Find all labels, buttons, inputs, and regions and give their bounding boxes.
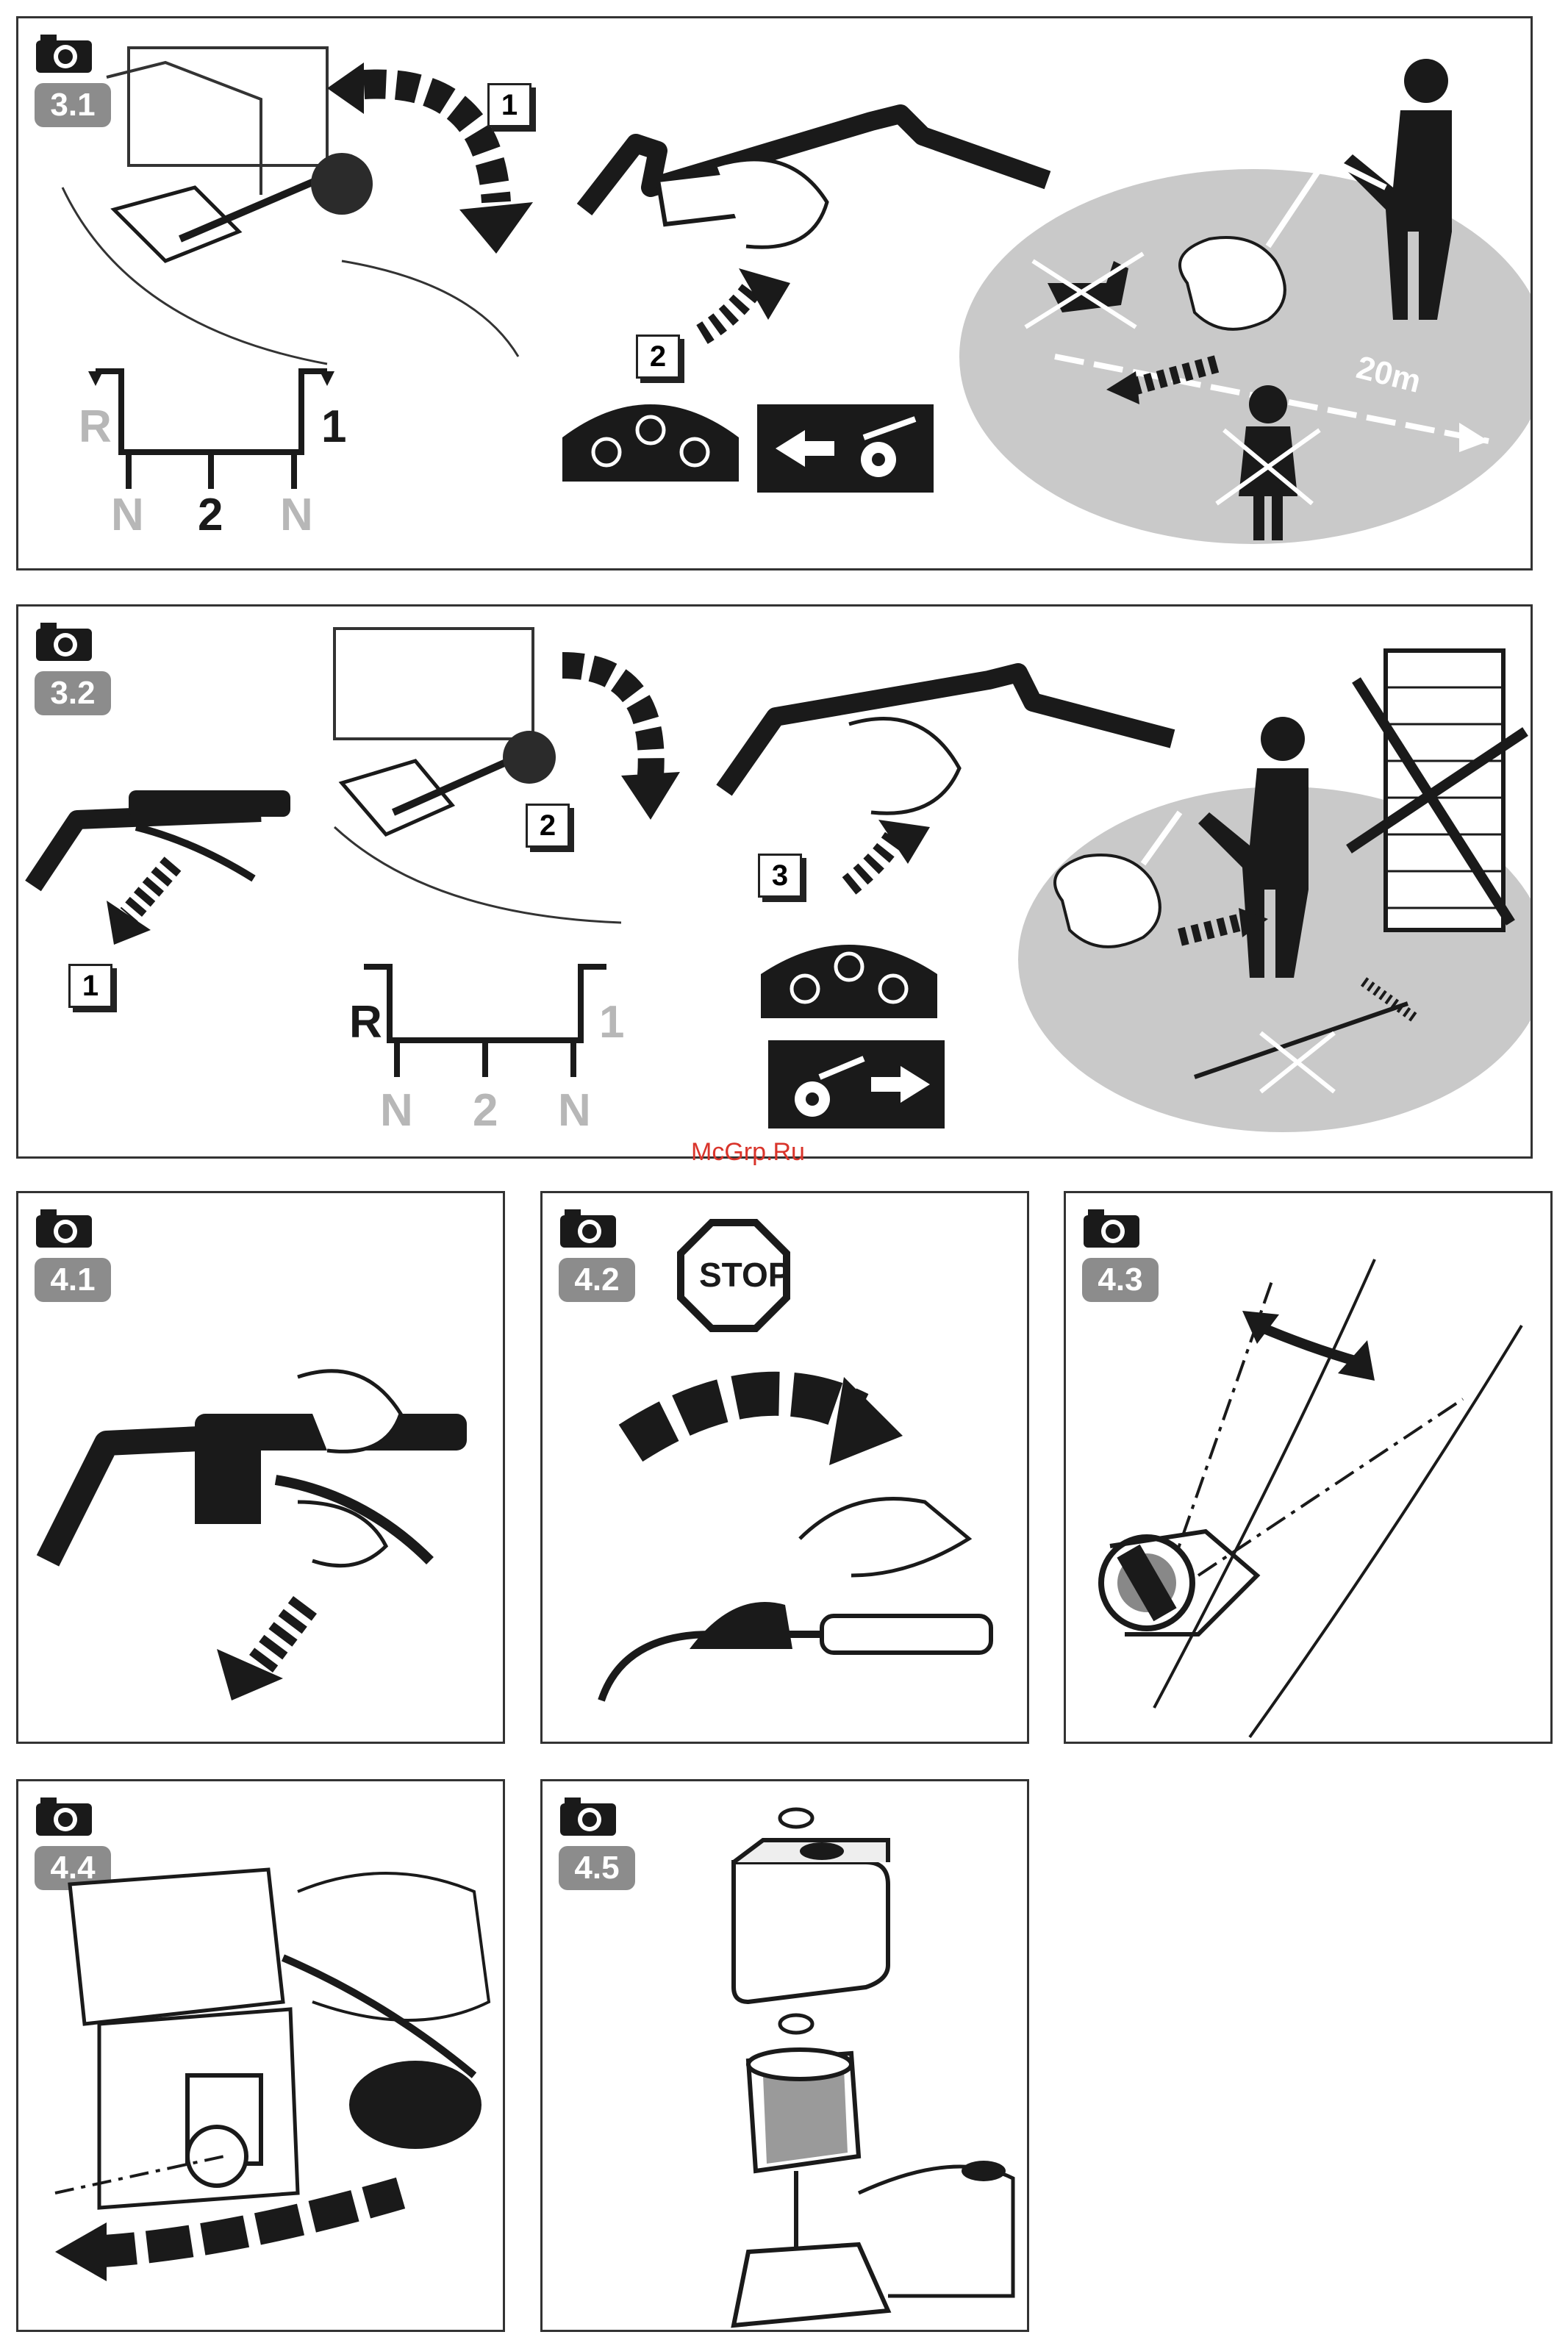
gear-label-n-right: N: [280, 489, 313, 541]
gear-label-n-left: N: [111, 489, 144, 541]
step-box-1: 1: [487, 83, 531, 127]
fuel-valve-illustration: [1066, 1193, 1553, 1744]
panel-4-4: 4.4: [16, 1779, 505, 2332]
gear-label-2: 2: [473, 1084, 498, 1137]
gear-lever-illustration: [18, 18, 1533, 570]
stop-sign-label: STOP: [699, 1255, 790, 1295]
gear-label-n-left: N: [380, 1084, 413, 1137]
gear-label-1: 1: [599, 996, 624, 1048]
gear-label-1: 1: [321, 401, 346, 453]
step-box-3: 3: [758, 854, 802, 898]
gear-label-2: 2: [198, 489, 223, 541]
panel-3-2: 3.2: [16, 604, 1533, 1159]
step-box-2: 2: [526, 804, 570, 848]
panel-3-1: 3.1: [16, 16, 1533, 570]
step-box-1: 1: [68, 964, 112, 1008]
gear-label-n-right: N: [558, 1084, 591, 1137]
panel-4-5: 4.5: [540, 1779, 1029, 2332]
watermark: McGrp.Ru: [691, 1138, 805, 1167]
panel-4-1: 4.1: [16, 1191, 505, 1744]
air-filter-icon: [763, 2068, 848, 2164]
panel-4-3: 4.3: [1064, 1191, 1553, 1744]
fuel-tap-illustration: [18, 1781, 505, 2332]
gear-label-r: R: [79, 401, 112, 453]
handle-release-illustration: [18, 1193, 505, 1744]
gear-label-r: R: [349, 996, 382, 1048]
panel-4-2: 4.2 STOP: [540, 1191, 1029, 1744]
step-box-2: 2: [636, 335, 680, 379]
air-filter-illustration: [543, 1781, 1029, 2332]
